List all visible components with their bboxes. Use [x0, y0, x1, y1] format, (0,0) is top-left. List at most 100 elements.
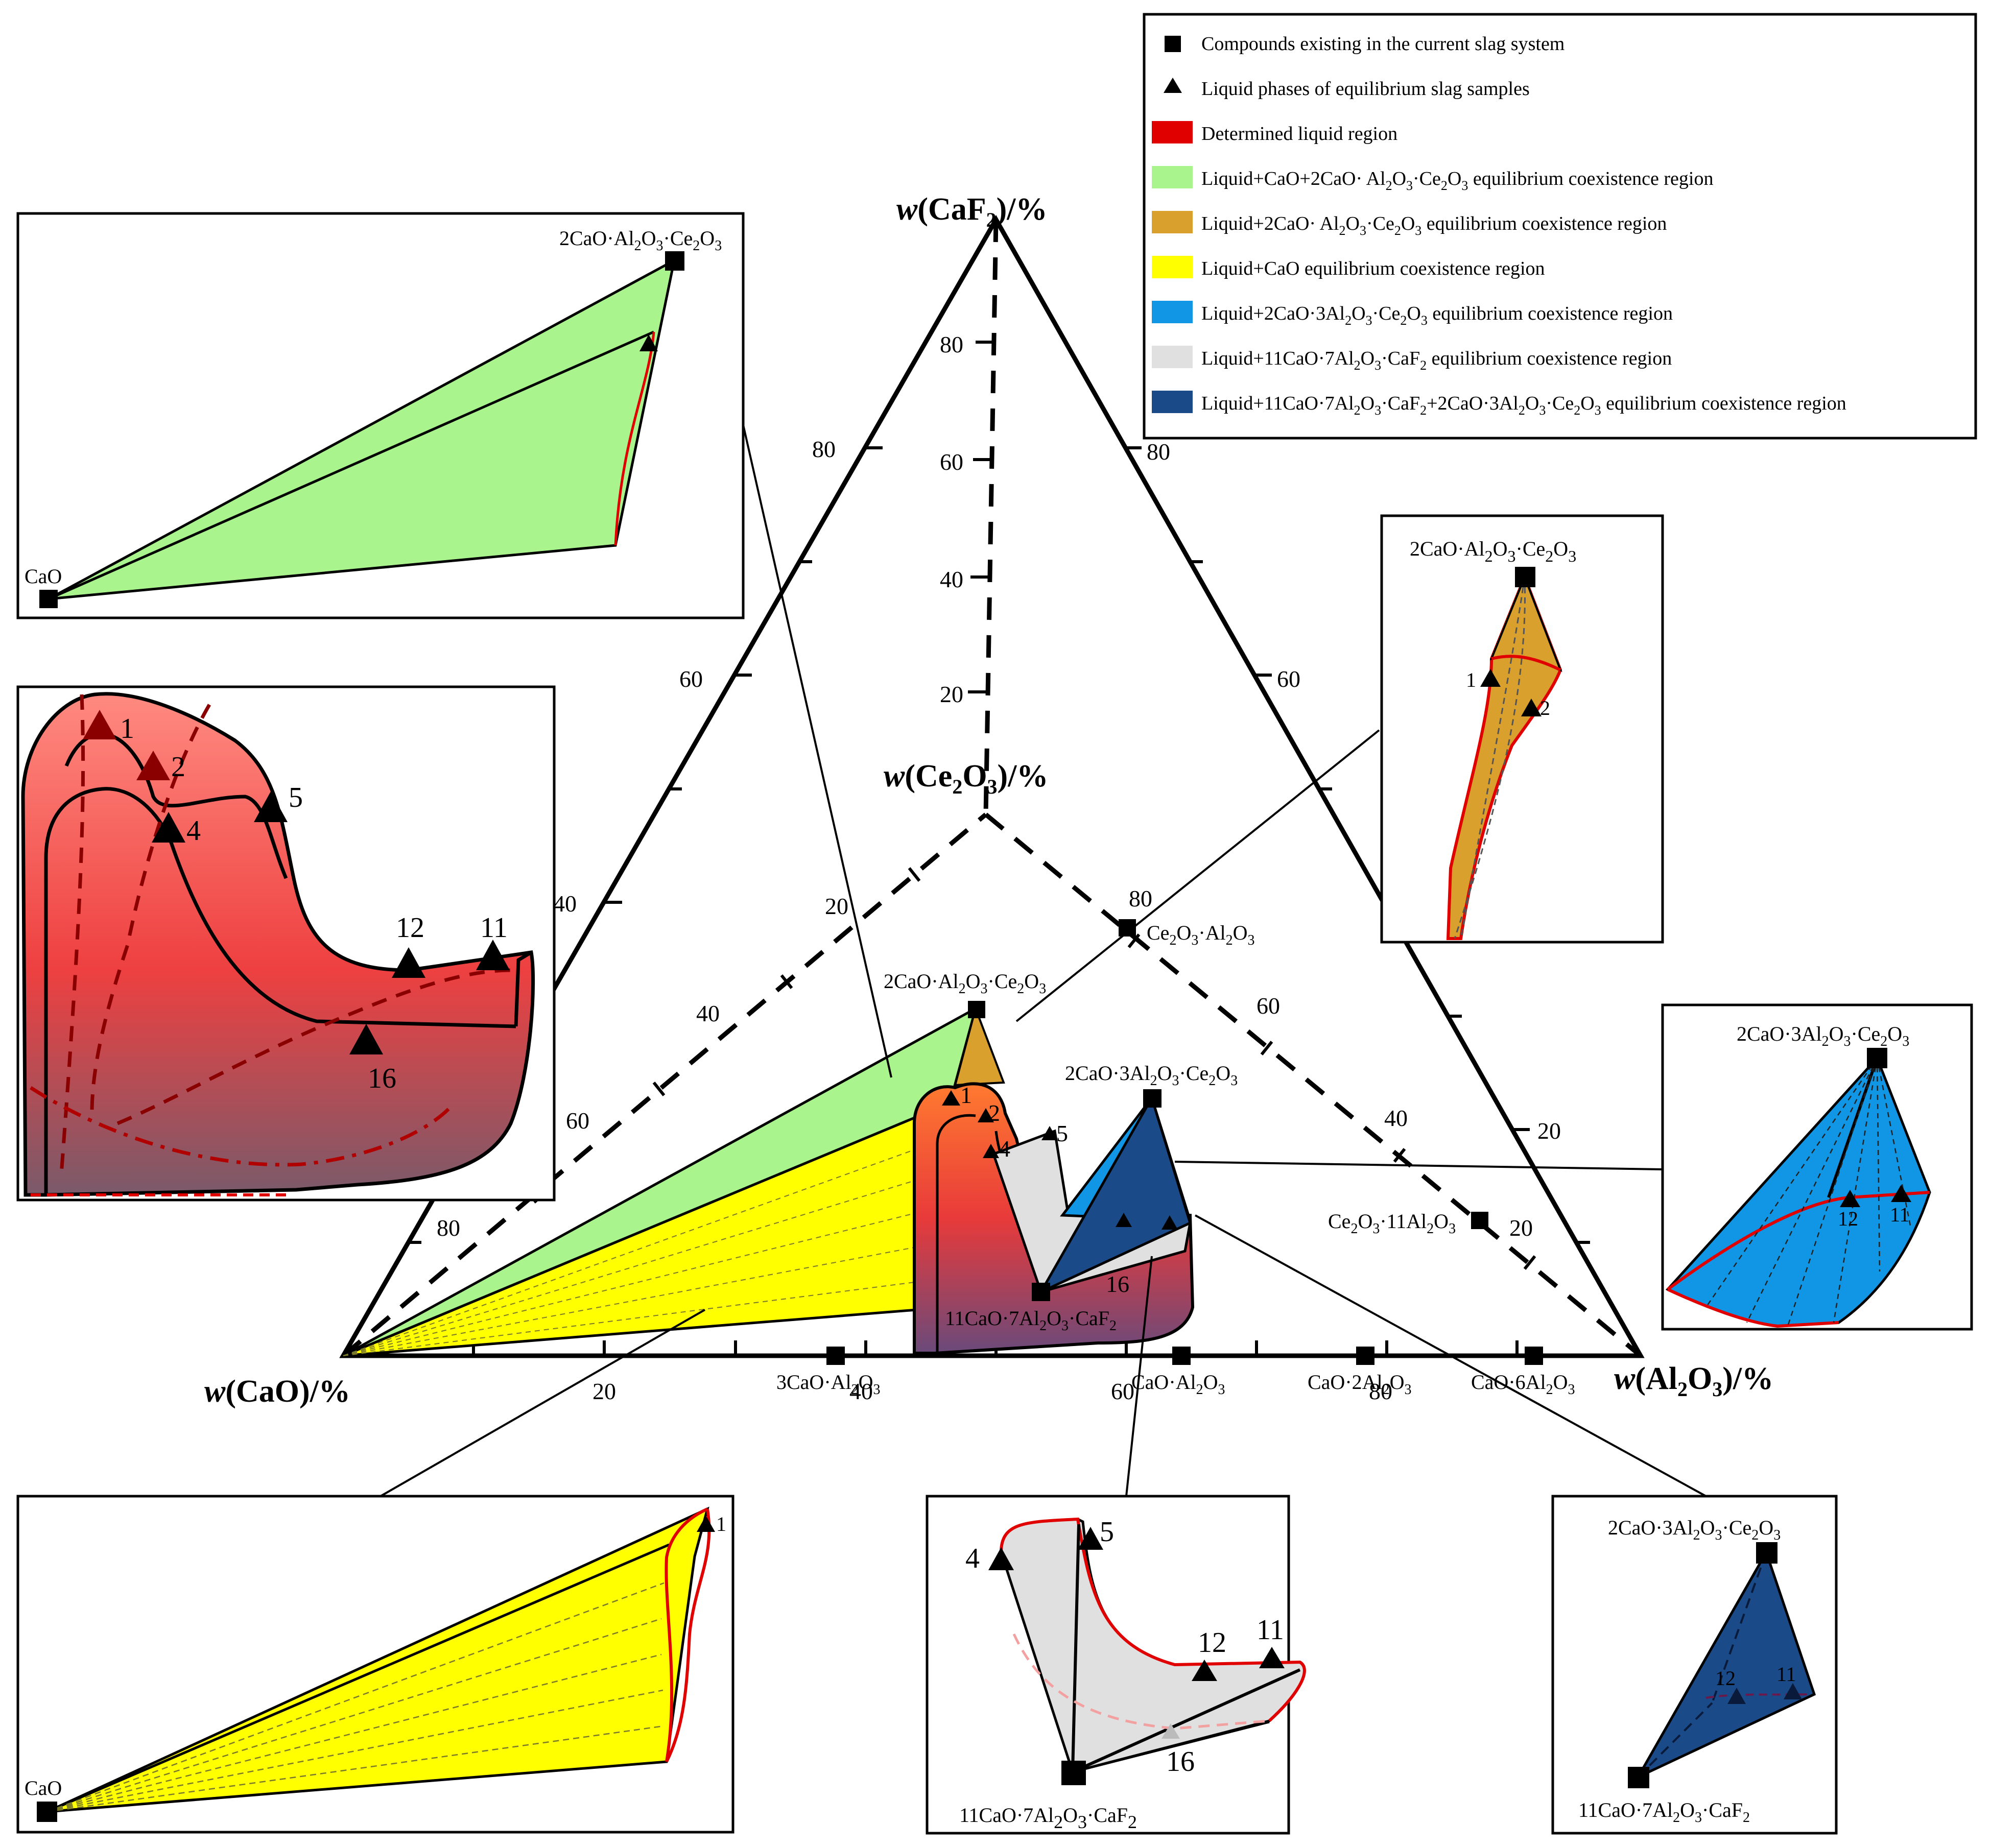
tick-inner-left-60: 60 — [566, 1108, 589, 1134]
legend-item-compounds: Compounds existing in the current slag s… — [1201, 33, 1565, 55]
tick-inner-right-40: 40 — [1384, 1105, 1408, 1131]
tick-base-60: 60 — [1111, 1378, 1134, 1404]
label-ceal-main: Ce2O3·Al2O3 — [1147, 921, 1255, 948]
tick-right-20: 20 — [1537, 1118, 1561, 1144]
inset-grey-sample-16: 16 — [1166, 1746, 1195, 1778]
inset-blue-sample-11: 11 — [1890, 1203, 1910, 1226]
axis-title-al2o3: w(Al2O3)/% — [1614, 1361, 1773, 1401]
legend-swatch-red — [1152, 121, 1193, 143]
inset-grey-sample-12: 12 — [1198, 1627, 1226, 1659]
inset-grey-sample-4: 4 — [965, 1543, 980, 1574]
tick-inner-right-20: 20 — [1509, 1215, 1533, 1241]
legend-item-green: Liquid+CaO+2CaO· Al2O3·Ce2O3 equilibrium… — [1201, 168, 1713, 193]
legend-swatch-green — [1152, 166, 1193, 188]
label-c2ac-main: 2CaO·Al2O3·Ce2O3 — [884, 970, 1046, 997]
inner-dashed-left — [342, 812, 987, 1358]
tick-left-80: 80 — [812, 436, 836, 462]
legend-item-liquid-region: Determined liquid region — [1201, 123, 1397, 145]
yellow-tie-lines — [343, 1138, 945, 1356]
inset-darkblue-label-c11a7: 11CaO·7Al2O3·CaF2 — [1578, 1798, 1750, 1826]
tick-vert-40: 40 — [940, 566, 963, 592]
inset-orange: 1 2 2CaO·Al2O3·Ce2O3 — [1380, 514, 1664, 944]
legend-frame — [1143, 13, 1977, 440]
main-ternary: 80 60 40 80 60 20 20 40 60 80 80 60 40 2… — [204, 192, 1773, 1409]
main-sample-5: 5 — [1056, 1120, 1068, 1146]
axis-title-caf2: w(CaF2)/% — [896, 192, 1048, 231]
inset-green-label-cao: CaO — [25, 565, 62, 588]
label-ce11al-main: Ce2O3·11Al2O3 — [1328, 1210, 1456, 1237]
axis-title-ce2o3: w(Ce2O3)/% — [884, 759, 1048, 798]
main-sample-4: 4 — [999, 1136, 1010, 1162]
inset-yellow-sample-1: 1 — [716, 1513, 726, 1535]
inset-red: 1 2 4 5 12 11 16 — [16, 685, 556, 1202]
inset-blue: 12 11 2CaO·3Al2O3·Ce2O3 — [1661, 1003, 1973, 1331]
inset-red-sample-16: 16 — [368, 1063, 396, 1094]
axis-title-cao: w(CaO)/% — [204, 1374, 350, 1409]
legend-swatch-grey — [1152, 346, 1193, 368]
inset-red-sample-12: 12 — [396, 912, 424, 944]
tick-inner-right-80: 80 — [1129, 885, 1152, 911]
legend: Compounds existing in the current slag s… — [1143, 13, 1977, 440]
label-c3a-main: 3CaO·Al2O3 — [776, 1371, 881, 1398]
tick-vert-20: 20 — [940, 681, 963, 707]
legend-swatch-darkblue — [1152, 391, 1193, 413]
inner-dashed-right — [984, 812, 1642, 1358]
vertical-dashed-axis — [983, 219, 999, 815]
legend-item-grey: Liquid+11CaO·7Al2O3·CaF2 equilibrium coe… — [1201, 348, 1672, 373]
inset-yellow: 1 CaO — [16, 1495, 734, 1834]
tick-inner-left-20: 20 — [825, 893, 848, 919]
tick-right-80: 80 — [1147, 439, 1170, 465]
main-sample-2: 2 — [988, 1100, 1000, 1126]
tick-right-60: 60 — [1277, 666, 1300, 692]
legend-item-yellow: Liquid+CaO equilibrium coexistence regio… — [1201, 258, 1545, 279]
label-c11a7-main: 11CaO·7Al2O3·CaF2 — [945, 1307, 1117, 1334]
legend-item-blue: Liquid+2CaO·3Al2O3·Ce2O3 equilibrium coe… — [1201, 303, 1673, 328]
tick-base-20: 20 — [592, 1378, 616, 1404]
inset-orange-sample-1: 1 — [1466, 668, 1476, 691]
legend-swatch-blue — [1152, 301, 1193, 323]
inset-blue-sample-12: 12 — [1838, 1207, 1858, 1230]
label-c2a3c-main: 2CaO·3Al2O3·Ce2O3 — [1065, 1062, 1238, 1089]
inset-red-sample-1: 1 — [120, 713, 134, 745]
inset-yellow-label-cao: CaO — [25, 1777, 62, 1799]
label-ca6-main: CaO·6Al2O3 — [1471, 1371, 1575, 1398]
vertical-ticks — [968, 341, 993, 693]
tick-vert-60: 60 — [940, 449, 963, 475]
tick-vert-80: 80 — [940, 331, 963, 357]
inset-red-sample-5: 5 — [289, 782, 303, 813]
label-ca-main: CaO·Al2O3 — [1131, 1371, 1225, 1398]
inset-grey: 4 5 12 11 16 11CaO·7Al2O3·CaF2 — [926, 1495, 1306, 1835]
inset-darkblue-sample-11: 11 — [1776, 1663, 1796, 1686]
legend-item-orange: Liquid+2CaO· Al2O3·Ce2O3 equilibrium coe… — [1201, 213, 1667, 238]
tick-left-60: 60 — [679, 666, 703, 692]
connector-lines — [380, 413, 1706, 1497]
tick-base-40: 40 — [849, 1378, 873, 1404]
inset-grey-sample-11: 11 — [1257, 1614, 1284, 1646]
tick-inner-left-80: 80 — [437, 1215, 460, 1241]
legend-item-liquid-phases: Liquid phases of equilibrium slag sample… — [1201, 78, 1530, 100]
tick-left-40: 40 — [553, 891, 577, 917]
legend-swatch-yellow — [1152, 256, 1193, 278]
inset-grey-sample-5: 5 — [1100, 1516, 1114, 1548]
inset-red-sample-11: 11 — [480, 912, 508, 944]
legend-triangle-icon — [1164, 78, 1182, 93]
inset-green: CaO 2CaO·Al2O3·Ce2O3 — [16, 212, 745, 619]
tick-inner-left-40: 40 — [696, 1000, 720, 1026]
compound-markers-main — [826, 919, 1543, 1365]
label-ca2-main: CaO·2Al2O3 — [1308, 1371, 1412, 1398]
region-red-wall-1 — [936, 1114, 976, 1353]
region-darkblue-main — [1037, 1094, 1192, 1295]
main-sample-16: 16 — [1106, 1271, 1129, 1297]
inset-orange-sample-2: 2 — [1540, 697, 1550, 719]
main-sample-1: 1 — [960, 1082, 972, 1108]
inset-darkblue: 12 11 2CaO·3Al2O3·Ce2O3 11CaO·7Al2O3·CaF… — [1551, 1495, 1838, 1835]
tick-inner-right-60: 60 — [1257, 993, 1280, 1019]
sample-markers-main — [942, 1090, 1178, 1230]
legend-square-icon — [1165, 36, 1181, 52]
legend-swatch-orange — [1152, 211, 1193, 233]
inset-darkblue-sample-12: 12 — [1715, 1667, 1736, 1690]
inset-red-sample-2: 2 — [171, 751, 185, 783]
inset-red-sample-4: 4 — [186, 815, 201, 847]
